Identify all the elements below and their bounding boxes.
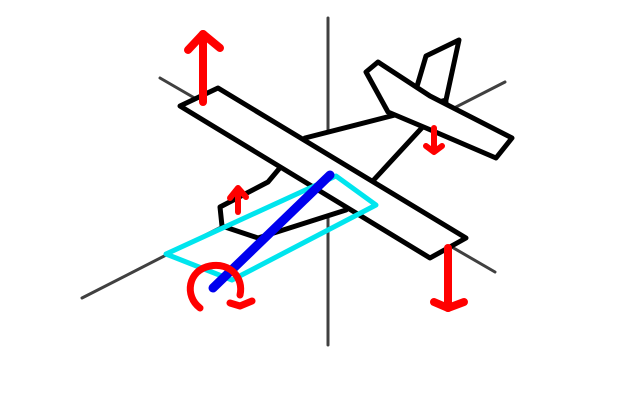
horizontal-stabilizer xyxy=(363,59,515,161)
roll-rotation-head xyxy=(226,297,256,310)
up-arrow-aileron xyxy=(227,185,249,215)
arrow-up-head xyxy=(184,30,224,54)
arrow-up-head xyxy=(227,185,249,201)
rotation-arrow-icon xyxy=(186,261,256,312)
arrow-down-head xyxy=(423,143,445,155)
down-arrow-tail xyxy=(423,125,445,155)
lift-arrow-left-wing xyxy=(184,30,224,106)
aileron-highlight xyxy=(163,173,379,283)
roll-rotation-arc xyxy=(186,261,245,312)
force-arrows xyxy=(184,30,468,312)
arrow-down-head xyxy=(430,298,468,312)
down-arrow-right-wing xyxy=(430,244,468,312)
